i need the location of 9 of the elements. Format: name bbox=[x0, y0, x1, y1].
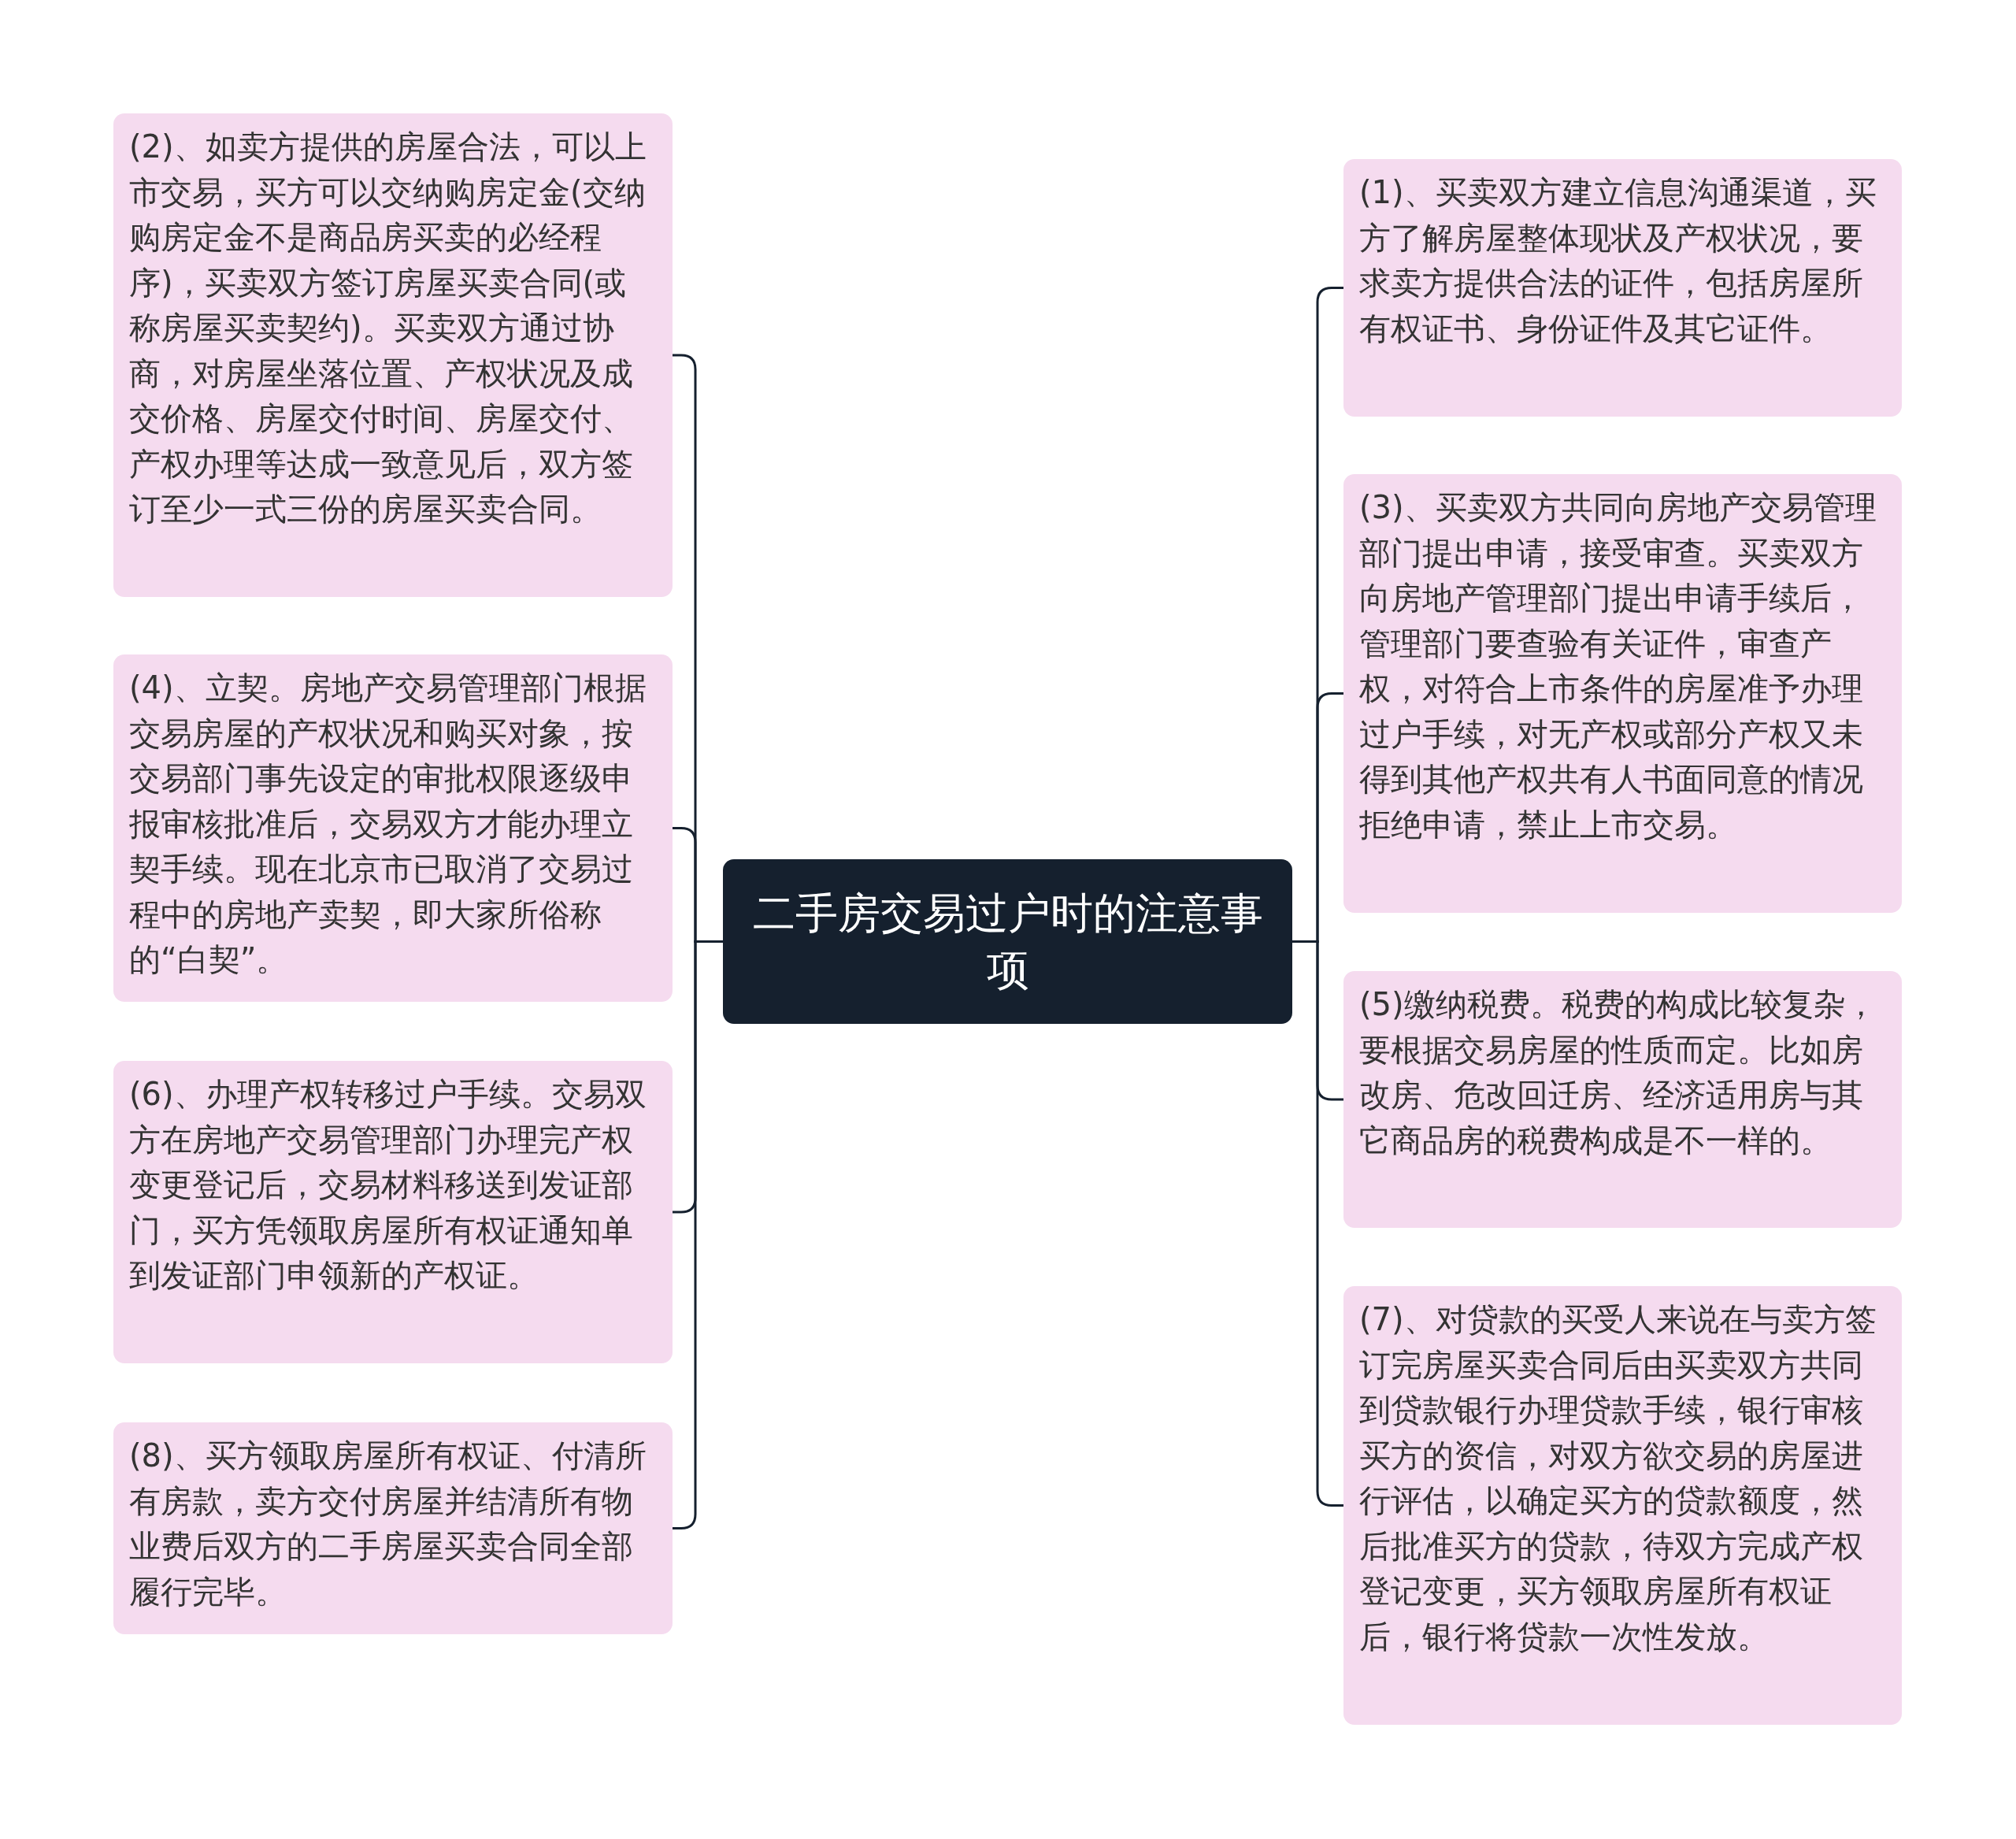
note-box: (8)、买方领取房屋所有权证、付清所有房款，卖方交付房屋并结清所有物业费后双方的二手房屋买卖合同全部履行完毕。 bbox=[113, 1422, 673, 1634]
topic-box: 二手房交易过户时的注意事项 bbox=[723, 859, 1292, 1024]
note-box: (6)、办理产权转移过户手续。交易双方在房地产交易管理部门办理完产权变更登记后，交易材料移送到发证部门，买方凭领取房屋所有权证通知单到发证部门申领新的产权证。 bbox=[113, 1061, 673, 1363]
note-box: (5)缴纳税费。税费的构成比较复杂，要根据交易房屋的性质而定。比如房改房、危改回迁房、经济适用房与其它商品房的税费构成是不一样的。 bbox=[1343, 971, 1902, 1228]
note-box: (7)、对贷款的买受人来说在与卖方签订完房屋买卖合同后由买卖双方共同到贷款银行办理贷款手续，银行审核买方的资信，对双方欲交易的房屋进行评估，以确定买方的贷款额度，然后批准买方的贷款，待双方完成产权登记变更，买方领取房屋所有权证后，银行将贷款一次性发放。 bbox=[1343, 1286, 1902, 1725]
note-box: (1)、买卖双方建立信息沟通渠道，买方了解房屋整体现状及产权状况，要求卖方提供合法的证件，包括房屋所有权证书、身份证件及其它证件。 bbox=[1343, 159, 1902, 417]
note-box: (3)、买卖双方共同向房地产交易管理部门提出申请，接受审查。买卖双方向房地产管理部门提出申请手续后，管理部门要查验有关证件，审查产权，对符合上市条件的房屋准予办理过户手续，对无产权或部分产权又未得到其他产权共有人书面同意的情况拒绝申请，禁止上市交易。 bbox=[1343, 474, 1902, 913]
note-box: (4)、立契。房地产交易管理部门根据交易房屋的产权状况和购买对象，按交易部门事先设定的审批权限逐级申报审核批准后，交易双方才能办理立契手续。现在北京市已取消了交易过程中的房地产卖契，即大家所俗称的“白契”。 bbox=[113, 654, 673, 1002]
note-box: (2)、如卖方提供的房屋合法，可以上市交易，买方可以交纳购房定金(交纳购房定金不是商品房买卖的必经程序)，买卖双方签订房屋买卖合同(或称房屋买卖契约)。买卖双方通过协商，对房屋坐落位置、产权状况及成交价格、房屋交付时间、房屋交付、产权办理等达成一致意见后，双方签订至少一式三份的房屋买卖合同。 bbox=[113, 113, 673, 597]
